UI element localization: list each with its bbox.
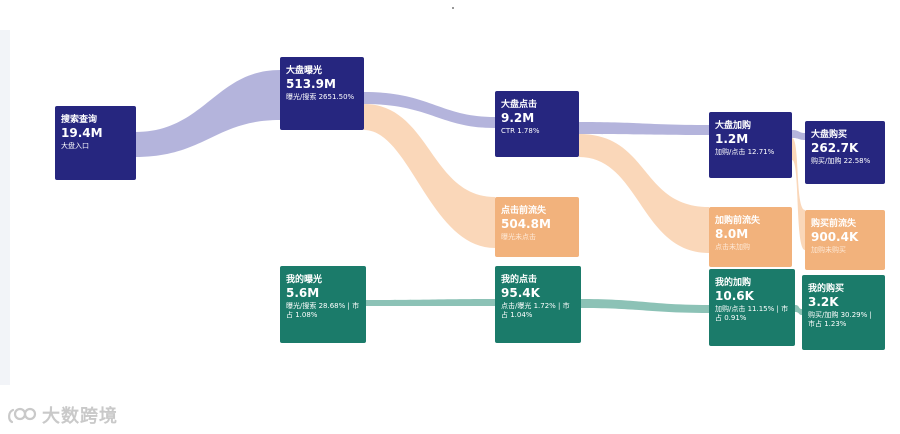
node-value: 262.7K bbox=[811, 141, 859, 155]
flow-exposure-to-loss-click bbox=[364, 104, 495, 248]
node-title: 点击前流失 bbox=[501, 206, 547, 216]
flow-cart-to-purchase bbox=[792, 130, 805, 140]
node-value: 5.6M bbox=[286, 286, 320, 300]
node-title: 我的加购 bbox=[715, 278, 752, 288]
node-subtitle: 加购/点击 12.71% bbox=[715, 148, 775, 156]
node-subtitle: 加购未购买 bbox=[811, 246, 846, 254]
node-title: 购买前流失 bbox=[811, 219, 857, 229]
node-value: 8.0M bbox=[715, 227, 749, 241]
node-value: 900.4K bbox=[811, 230, 859, 244]
left-edge-panel bbox=[0, 30, 10, 385]
node-subtitle: 购买/加购 22.58% bbox=[811, 157, 871, 165]
watermark-logo-icon bbox=[8, 407, 37, 424]
node-title: 大盘购买 bbox=[811, 130, 848, 140]
node-subtitle: 曝光/搜索 28.68% | 市占 1.08% bbox=[286, 302, 360, 319]
node-title: 我的购买 bbox=[808, 284, 845, 294]
flow-click-to-cart bbox=[579, 122, 709, 135]
node-value: 1.2M bbox=[715, 132, 749, 146]
node-subtitle: 曝光未点击 bbox=[501, 233, 536, 241]
node-value: 10.6K bbox=[715, 289, 754, 303]
node-search-query[interactable]: 搜索查询 19.4M 大盘入口 bbox=[55, 106, 136, 180]
node-market-purchase[interactable]: 大盘购买 262.7K 购买/加购 22.58% bbox=[805, 121, 885, 184]
node-subtitle: 购买/加购 30.29% | 市占 1.23% bbox=[808, 311, 872, 328]
node-market-cart[interactable]: 大盘加购 1.2M 加购/点击 12.71% bbox=[709, 112, 792, 178]
flow-click-to-loss-cart bbox=[579, 134, 709, 253]
node-my-cart[interactable]: 我的加购 10.6K 加购/点击 11.15% | 市占 0.91% bbox=[709, 269, 795, 346]
node-title: 我的点击 bbox=[501, 275, 538, 285]
node-title: 我的曝光 bbox=[286, 275, 323, 285]
flow-my-cart-to-purchase bbox=[795, 305, 802, 315]
node-my-exposure[interactable]: 我的曝光 5.6M 曝光/搜索 28.68% | 市占 1.08% bbox=[280, 266, 366, 343]
node-subtitle: 大盘入口 bbox=[61, 142, 89, 150]
watermark-text: 大数跨境 bbox=[42, 406, 118, 427]
node-value: 95.4K bbox=[501, 286, 540, 300]
node-loss-before-purchase[interactable]: 购买前流失 900.4K 加购未购买 bbox=[805, 210, 885, 270]
flow-search-to-exposure bbox=[135, 70, 280, 157]
top-marker-dot bbox=[452, 7, 454, 9]
node-title: 大盘点击 bbox=[501, 100, 538, 110]
node-subtitle: 点击未加购 bbox=[715, 243, 750, 251]
node-my-click[interactable]: 我的点击 95.4K 点击/曝光 1.72% | 市占 1.04% bbox=[495, 266, 581, 343]
node-value: 504.8M bbox=[501, 217, 551, 231]
node-loss-before-cart[interactable]: 加购前流失 8.0M 点击未加购 bbox=[709, 207, 792, 267]
node-subtitle: 曝光/搜索 2651.50% bbox=[286, 93, 355, 101]
node-title: 大盘曝光 bbox=[286, 66, 323, 76]
node-title: 大盘加购 bbox=[715, 121, 752, 131]
node-market-exposure[interactable]: 大盘曝光 513.9M 曝光/搜索 2651.50% bbox=[280, 57, 364, 130]
node-value: 19.4M bbox=[61, 126, 103, 140]
node-market-click[interactable]: 大盘点击 9.2M CTR 1.78% bbox=[495, 91, 579, 157]
flow-my-exposure-to-click bbox=[366, 299, 495, 306]
node-value: 9.2M bbox=[501, 111, 535, 125]
flow-my-click-to-cart bbox=[581, 299, 709, 313]
node-loss-before-click[interactable]: 点击前流失 504.8M 曝光未点击 bbox=[495, 197, 579, 257]
node-value: 3.2K bbox=[808, 295, 839, 309]
watermark: 大数跨境 bbox=[6, 402, 118, 428]
flow-exposure-to-click bbox=[364, 92, 495, 128]
node-subtitle: 点击/曝光 1.72% | 市占 1.04% bbox=[501, 302, 570, 319]
flow-cart-to-loss-purchase bbox=[792, 138, 805, 250]
node-subtitle: CTR 1.78% bbox=[501, 127, 540, 135]
node-value: 513.9M bbox=[286, 77, 336, 91]
node-subtitle: 加购/点击 11.15% | 市占 0.91% bbox=[715, 305, 789, 322]
node-title: 搜索查询 bbox=[61, 115, 98, 125]
node-my-purchase[interactable]: 我的购买 3.2K 购买/加购 30.29% | 市占 1.23% bbox=[802, 275, 885, 350]
node-title: 加购前流失 bbox=[715, 216, 761, 226]
